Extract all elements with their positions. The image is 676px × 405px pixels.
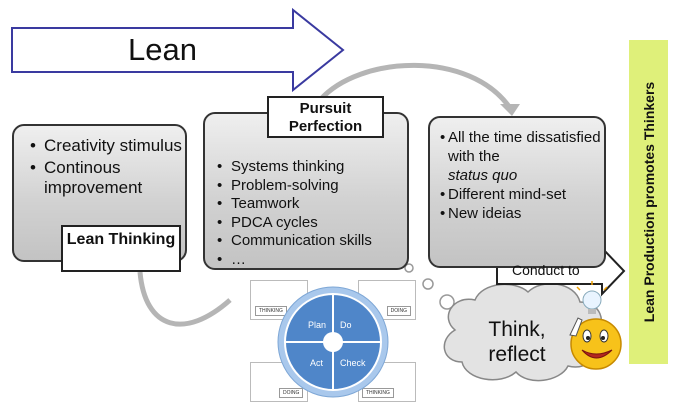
lean-thinking-label-text: Lean Thinking bbox=[66, 231, 176, 248]
box3-italic-text: status quo bbox=[448, 167, 518, 184]
list-item: •All the time dissatisfied with the stat… bbox=[440, 129, 601, 184]
box2-item-text: Systems thinking bbox=[231, 158, 345, 175]
connector-curve-top bbox=[318, 62, 513, 110]
side-label-text: Lean Production promotes Thinkers bbox=[640, 81, 657, 323]
thought-bubble-large bbox=[439, 294, 455, 310]
pdca-segment-plan bbox=[283, 292, 334, 343]
box1-item-text: Continous improvement bbox=[44, 158, 143, 197]
pdca-label-check: Check bbox=[340, 358, 366, 368]
box2-item-text: Communication skills bbox=[231, 232, 372, 249]
list-item: PDCA cycles bbox=[217, 214, 407, 233]
thought-bubble-medium bbox=[422, 278, 434, 290]
pdca-label-plan: Plan bbox=[308, 320, 326, 330]
list-item: Problem-solving bbox=[217, 177, 407, 196]
lean-banner-arrow bbox=[11, 7, 345, 93]
list-item: Teamwork bbox=[217, 195, 407, 214]
pdca-segment-act bbox=[283, 341, 334, 392]
box3-item-text: Different mind-set bbox=[448, 186, 567, 203]
pdca-segment-do bbox=[332, 292, 383, 343]
lean-thinking-label: Lean Thinking bbox=[61, 225, 181, 272]
box3-item-text: New ideias bbox=[448, 205, 522, 222]
pdca-cycle: Plan Do Check Act bbox=[277, 286, 389, 398]
list-item: … bbox=[217, 251, 407, 270]
think-reflect-text: Think, reflect bbox=[488, 318, 546, 366]
box2-item-text: Problem-solving bbox=[231, 176, 339, 194]
list-item: Continous improvement bbox=[30, 158, 182, 198]
pdca-card-tag: DOING bbox=[386, 306, 411, 316]
box2-item-text: PDCA cycles bbox=[231, 213, 318, 231]
conduct-to-label: Conduct to bbox=[512, 262, 580, 278]
smiley-lightbulb-icon bbox=[569, 281, 622, 370]
pdca-label-do: Do bbox=[340, 320, 352, 330]
box2-item-text: … bbox=[231, 250, 246, 268]
list-item: Creativity stimulus bbox=[30, 136, 182, 156]
list-item: Communication skills bbox=[217, 232, 407, 251]
pursuit-perfection-box: Systems thinking Problem-solving Teamwor… bbox=[203, 112, 409, 270]
connector-curve-top-head bbox=[500, 104, 520, 116]
pursuit-perfection-label: Pursuit Perfection bbox=[267, 96, 384, 138]
box1-item-text: Creativity stimulus bbox=[44, 136, 182, 155]
pdca-label-act: Act bbox=[310, 358, 324, 368]
banner-title: Lean bbox=[128, 32, 197, 67]
pdca-card-tag: DOING bbox=[279, 388, 304, 398]
list-item: •New ideias bbox=[440, 205, 522, 222]
pdca-card-tag: THINKING bbox=[255, 306, 287, 316]
list-item: Systems thinking bbox=[217, 158, 407, 177]
pdca-segment-check bbox=[332, 341, 383, 392]
pdca-card-tag: THINKING bbox=[362, 388, 394, 398]
mindset-box: •All the time dissatisfied with the stat… bbox=[428, 116, 606, 268]
side-label-panel: Lean Production promotes Thinkers bbox=[629, 40, 668, 364]
box3-item-text: All the time dissatisfied with the bbox=[448, 129, 601, 165]
list-item: •Different mind-set bbox=[440, 186, 567, 203]
pdca-diagram: THINKING DOING DOING THINKING Plan Do Ch… bbox=[230, 272, 420, 405]
box2-item-text: Teamwork bbox=[231, 195, 300, 212]
connector-curve-bottom bbox=[137, 271, 232, 327]
pursuit-perfection-label-text: Pursuit Perfection bbox=[288, 100, 363, 135]
